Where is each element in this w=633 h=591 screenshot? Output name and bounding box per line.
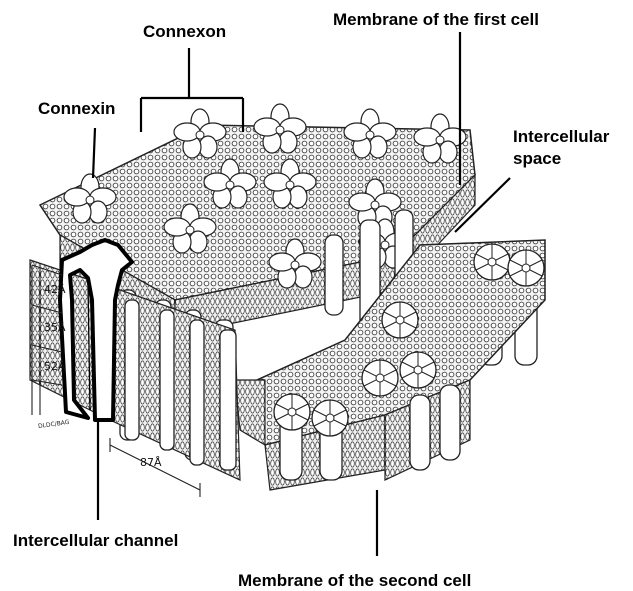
measurement-42: 42Å bbox=[44, 283, 66, 296]
measurement-35: 35Å bbox=[44, 321, 66, 334]
membrane-second-cell-label: Membrane of the second cell bbox=[238, 571, 471, 591]
measurement-87: 87Å bbox=[140, 456, 162, 469]
connexon-label: Connexon bbox=[143, 22, 226, 42]
measurement-52: 52Å bbox=[44, 360, 66, 373]
membrane-first-cell-label: Membrane of the first cell bbox=[333, 10, 539, 30]
intercellular-space-label-line2: space bbox=[513, 149, 561, 169]
intercellular-channel-label: Intercellular channel bbox=[13, 531, 178, 551]
connexin-label: Connexin bbox=[38, 99, 115, 119]
intercellular-space-label-line1: Intercellular bbox=[513, 127, 609, 147]
